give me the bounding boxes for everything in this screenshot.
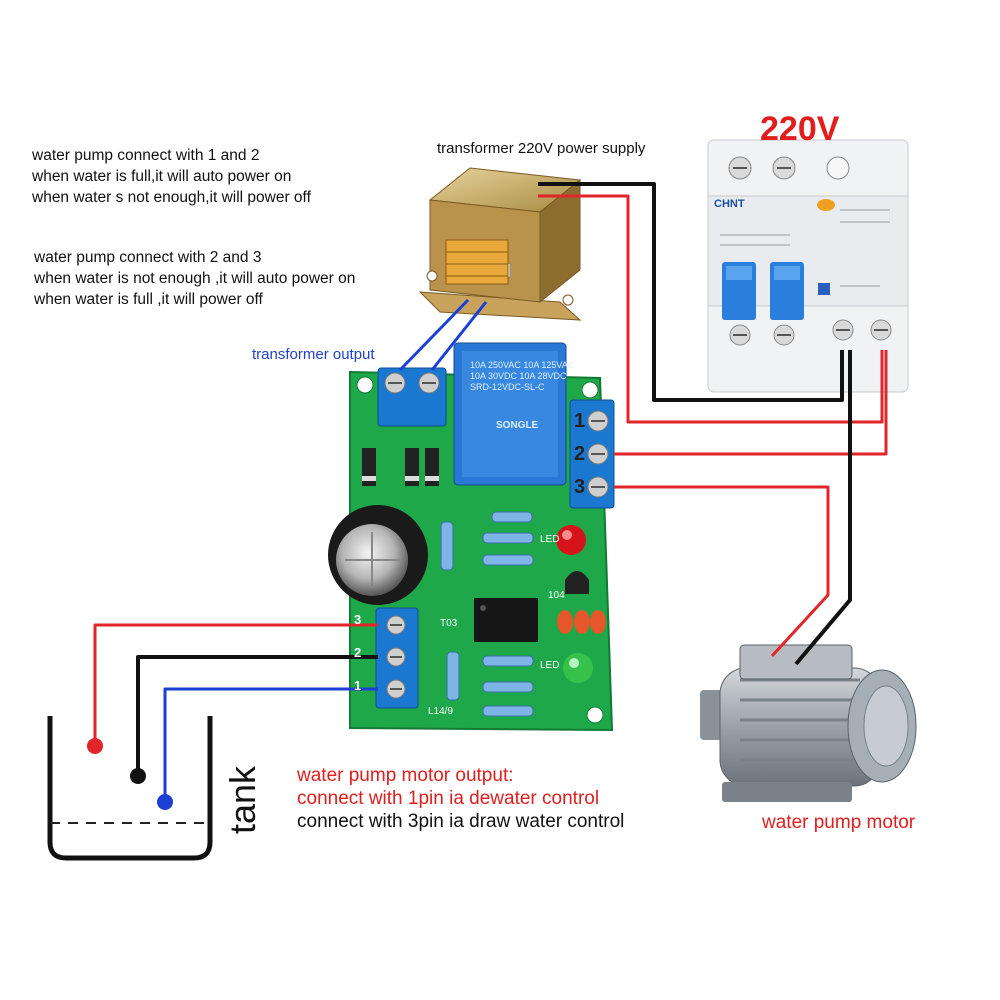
wires xyxy=(93,182,888,795)
sensor-pin-2: 2 xyxy=(354,645,362,660)
circuit-breaker xyxy=(707,139,909,393)
probe-blue xyxy=(157,794,173,810)
note-line: when water is full,it will auto power on xyxy=(32,168,292,185)
led1-label: LED xyxy=(540,534,560,545)
pcb-label-mid: T03 xyxy=(440,618,458,629)
transformer-supply-label: transformer 220V power supply xyxy=(437,140,646,157)
relay-marking: 10A 250VAC 10A 125VAC 10A 30VDC 10A 28VD… xyxy=(470,360,574,393)
voltage-label: 220V xyxy=(760,110,840,148)
output-instructions: water pump motor output: connect with 1p… xyxy=(297,764,624,833)
relay-marking-line: SRD-12VDC-SL-C xyxy=(470,382,545,392)
relay-brand: SONGLE xyxy=(496,420,539,431)
output-line-2: connect with 3pin ia draw water control xyxy=(297,811,625,832)
note-line: water pump connect with 1 and 2 xyxy=(32,147,260,164)
transformer xyxy=(418,167,582,321)
relay-pin-3: 3 xyxy=(574,476,586,498)
tank-label: tank xyxy=(222,765,263,834)
pump-motor xyxy=(700,644,917,802)
led2-label: LED xyxy=(540,660,560,671)
breaker-brand: CHNT xyxy=(714,198,745,210)
note-line: when water is not enough ,it will auto p… xyxy=(34,270,356,287)
cap-label: 104 xyxy=(548,590,565,601)
water-tank xyxy=(47,716,213,861)
probe-red xyxy=(87,738,103,754)
pcb-label-left: L14/9 xyxy=(428,706,454,717)
relay-module-pcb xyxy=(328,342,615,732)
transformer-output-label: transformer output xyxy=(252,346,375,363)
output-line-1: connect with 1pin ia dewater control xyxy=(297,788,600,809)
relay-pin-1: 1 xyxy=(574,410,586,432)
relay-marking-line: 10A 250VAC 10A 125VAC xyxy=(470,360,575,370)
sensor-pin-1: 1 xyxy=(354,678,362,693)
relay-pin-2: 2 xyxy=(574,443,586,465)
note-line: water pump connect with 2 and 3 xyxy=(34,249,262,266)
note-line: when water is full ,it will power off xyxy=(34,291,263,308)
note-mode-2-3: water pump connect with 2 and 3 when wat… xyxy=(34,248,355,311)
sensor-pin-3: 3 xyxy=(354,612,362,627)
pump-motor-label: water pump motor xyxy=(762,812,916,833)
output-title: water pump motor output: xyxy=(297,765,514,786)
note-line: when water s not enough,it will power of… xyxy=(32,189,311,206)
probe-black xyxy=(130,768,146,784)
relay-marking-line: 10A 30VDC 10A 28VDC xyxy=(470,371,567,381)
note-mode-1-2: water pump connect with 1 and 2 when wat… xyxy=(32,146,311,209)
